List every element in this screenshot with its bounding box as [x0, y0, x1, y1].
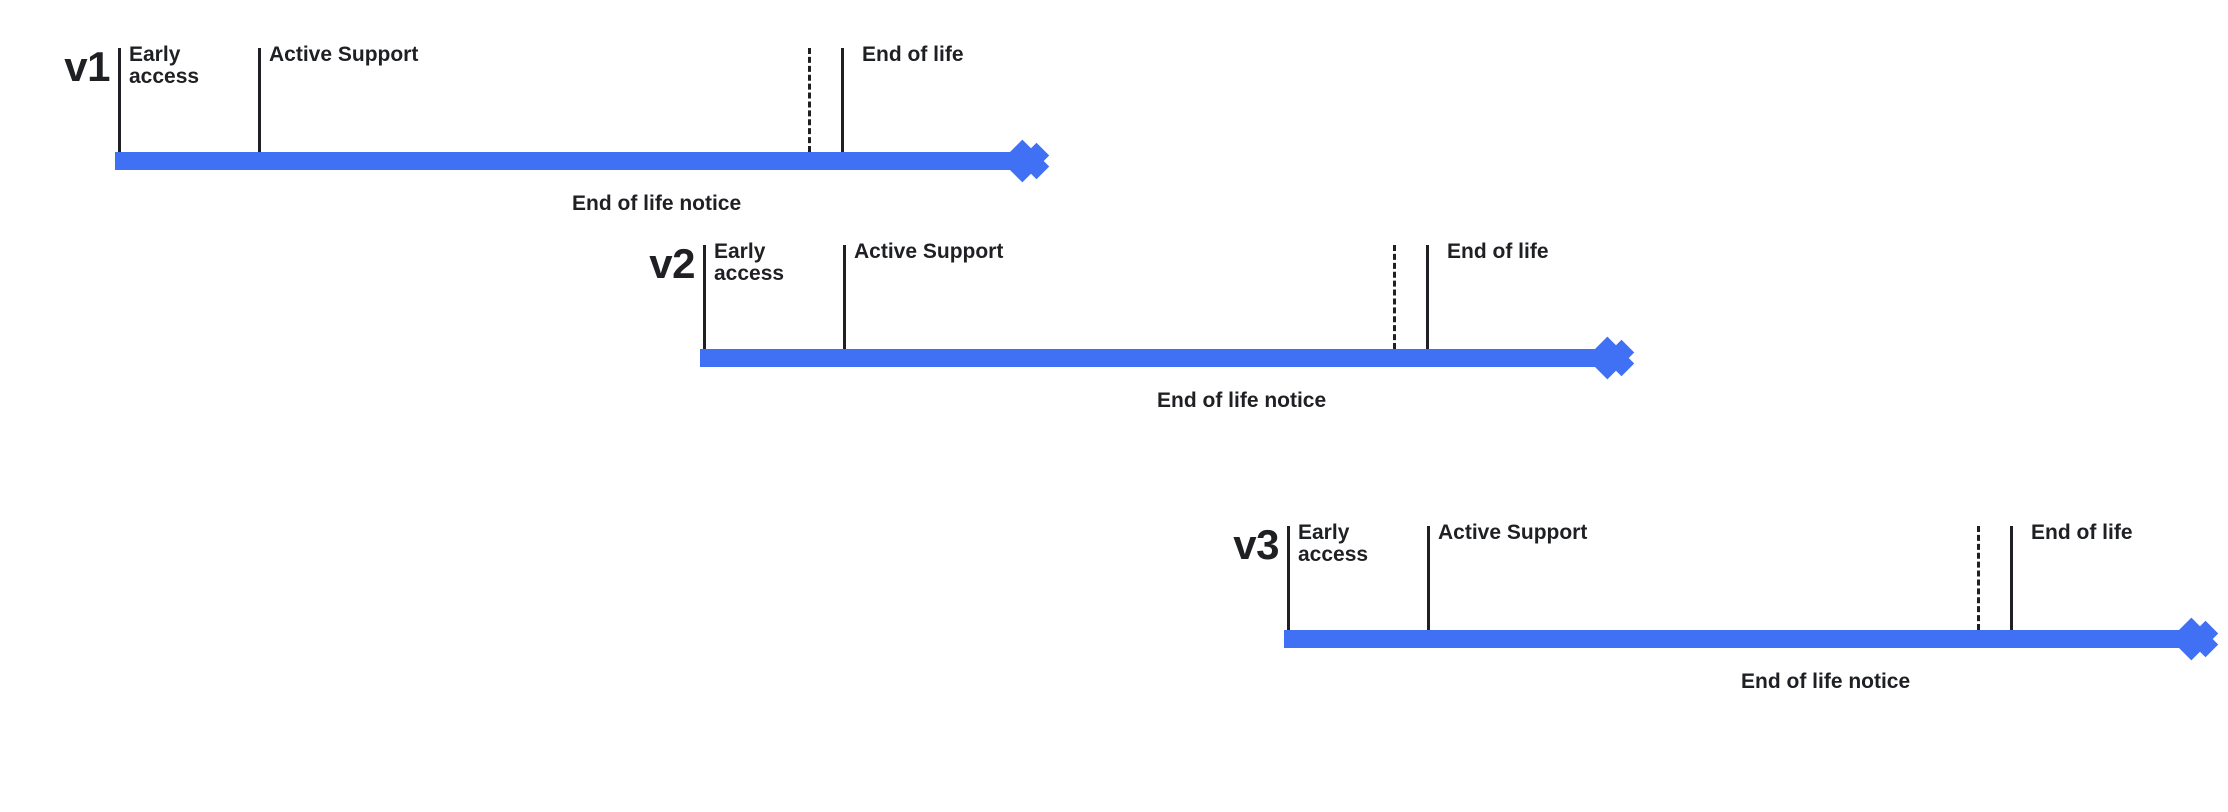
phase-label-v3-1: Active Support: [1438, 521, 1588, 544]
phase-label-v1-1: Active Support: [269, 43, 419, 66]
phase-divider-v1-3: [841, 48, 844, 152]
eol-notice-label-v3: End of life notice: [1741, 670, 1911, 693]
phase-divider-v3-1: [1427, 526, 1430, 630]
phase-label-v1-0: Early access: [129, 43, 200, 89]
phase-divider-v1-0: [118, 48, 121, 152]
phase-label-v2-1: Active Support: [854, 240, 1004, 263]
eol-notice-marker-v2-2: [1393, 245, 1396, 349]
phase-divider-v2-0: [703, 245, 706, 349]
eol-notice-label-v2: End of life notice: [1157, 389, 1327, 412]
version-label-v1: v1: [64, 43, 110, 90]
phase-divider-v1-1: [258, 48, 261, 152]
timeline-arrow-shaft-v1: [115, 152, 1022, 170]
timeline-arrow-head-v3: [2178, 610, 2228, 668]
timeline-arrow-shaft-v2: [700, 349, 1607, 367]
timeline-arrow-shaft-v3: [1284, 630, 2191, 648]
version-label-v3: v3: [1233, 521, 1279, 568]
phase-label-v3-0: Early access: [1298, 521, 1369, 567]
timeline-arrow-head-v2: [1594, 329, 1647, 387]
phase-divider-v3-3: [2010, 526, 2013, 630]
phase-divider-v3-0: [1287, 526, 1290, 630]
phase-label-v2-2: End of life: [1447, 240, 1549, 263]
phase-label-v2-0: Early access: [714, 240, 785, 286]
eol-notice-marker-v3-2: [1977, 526, 1980, 630]
phase-divider-v2-1: [843, 245, 846, 349]
eol-notice-label-v1: End of life notice: [572, 192, 742, 215]
eol-notice-marker-v1-2: [808, 48, 811, 152]
phase-label-v1-2: End of life: [862, 43, 964, 66]
phase-divider-v2-3: [1426, 245, 1429, 349]
version-label-v2: v2: [649, 240, 695, 287]
phase-label-v3-2: End of life: [2031, 521, 2133, 544]
timeline-arrow-head-v1: [1009, 132, 1062, 190]
